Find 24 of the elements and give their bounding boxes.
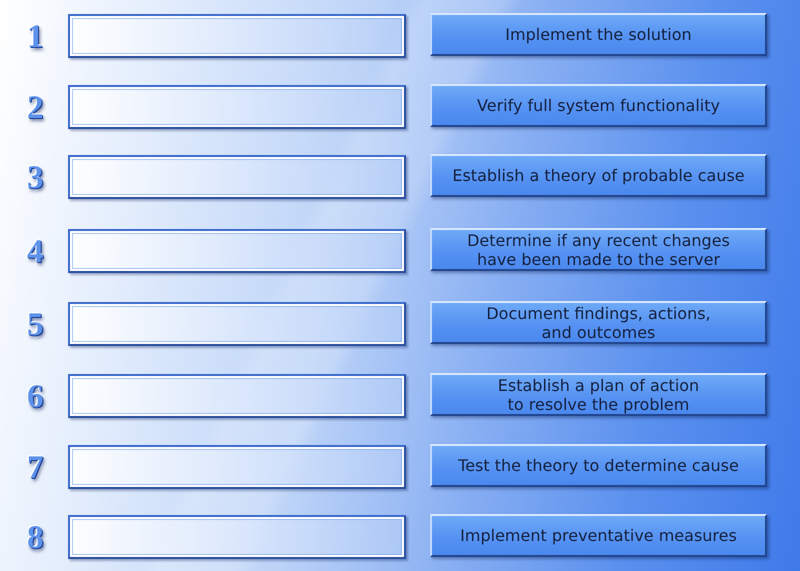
option-card: Determine if any recent changes have been made to the server: [430, 228, 767, 271]
answer-box: [68, 155, 406, 199]
answer-box: [68, 515, 406, 559]
option-card: Document findings, actions, and outcomes: [430, 301, 767, 344]
answer-box: [68, 14, 406, 58]
answer-box: [68, 445, 406, 489]
option-card: Implement the solution: [430, 13, 767, 56]
step-number: 7: [27, 450, 44, 486]
option-card: Implement preventative measures: [430, 514, 767, 557]
step-number: 5: [27, 307, 44, 343]
answer-box: [68, 302, 406, 346]
answer-box: [68, 85, 406, 129]
step-number: 1: [27, 19, 44, 55]
step-number: 6: [27, 379, 44, 415]
step-number: 2: [27, 90, 44, 126]
step-number: 8: [27, 520, 44, 556]
answer-box: [68, 374, 406, 418]
option-card: Test the theory to determine cause: [430, 444, 767, 487]
option-card: Establish a plan of action to resolve the problem: [430, 373, 767, 416]
step-number: 4: [27, 234, 44, 270]
answer-box: [68, 229, 406, 273]
option-card: Establish a theory of probable cause: [430, 154, 767, 197]
step-number: 3: [27, 160, 44, 196]
option-card: Verify full system functionality: [430, 84, 767, 127]
